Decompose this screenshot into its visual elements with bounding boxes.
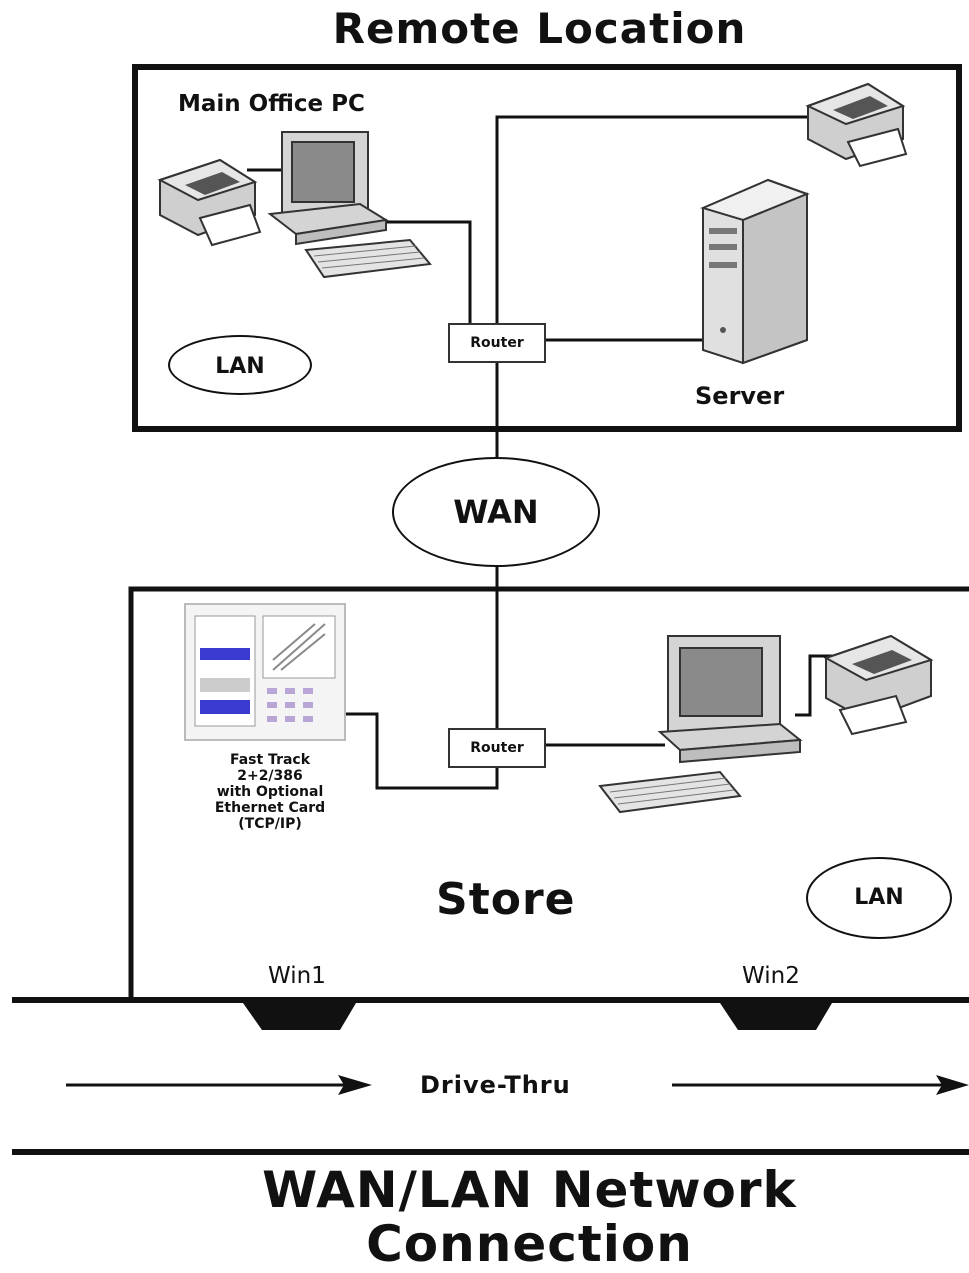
- window-1-marker: [243, 1003, 356, 1030]
- diagram-footer-title: WAN/LAN Network Connection: [0, 1163, 969, 1271]
- drive-thru-arrow-right: [672, 1075, 969, 1095]
- drive-thru-arrow-left: [66, 1075, 372, 1095]
- remote-router-box: Router: [448, 323, 546, 363]
- printer-icon: [157, 158, 262, 247]
- wan-ellipse: WAN: [392, 457, 600, 567]
- window-1-label: Win1: [268, 963, 326, 989]
- printer-icon: [805, 82, 908, 168]
- pos-caption-line: with Optional: [216, 784, 324, 800]
- pos-caption-line: 2+2/386: [237, 768, 303, 784]
- pos-terminal-caption: Fast Track 2+2/386 with Optional Etherne…: [170, 752, 370, 832]
- main-office-pc-label: Main Office PC: [178, 91, 365, 117]
- pos-caption-line: Fast Track: [229, 752, 311, 768]
- diagram-title-remote-location: Remote Location: [332, 4, 747, 53]
- pos-caption-line: Ethernet Card: [214, 800, 326, 816]
- printer-icon: [823, 634, 934, 736]
- pos-terminal-icon: [184, 603, 346, 741]
- server-tower-icon: [700, 178, 810, 365]
- server-label: Server: [695, 382, 785, 410]
- store-lan-ellipse: LAN: [806, 857, 952, 939]
- pos-caption-line: (TCP/IP): [238, 816, 302, 832]
- footer-title-line: WAN/LAN Network: [262, 1161, 797, 1219]
- drive-thru-label: Drive-Thru: [420, 1071, 571, 1099]
- remote-lan-ellipse: LAN: [168, 335, 312, 395]
- network-cables: [247, 115, 835, 790]
- desktop-computer-icon: [598, 635, 803, 814]
- store-box: [128, 586, 969, 1000]
- remote-location-box: [132, 64, 962, 432]
- store-label: Store: [436, 874, 576, 925]
- desktop-computer-icon: [267, 131, 432, 279]
- footer-title-line: Connection: [366, 1215, 693, 1273]
- window-2-label: Win2: [742, 963, 800, 989]
- store-router-box: Router: [448, 728, 546, 768]
- window-2-marker: [720, 1003, 832, 1030]
